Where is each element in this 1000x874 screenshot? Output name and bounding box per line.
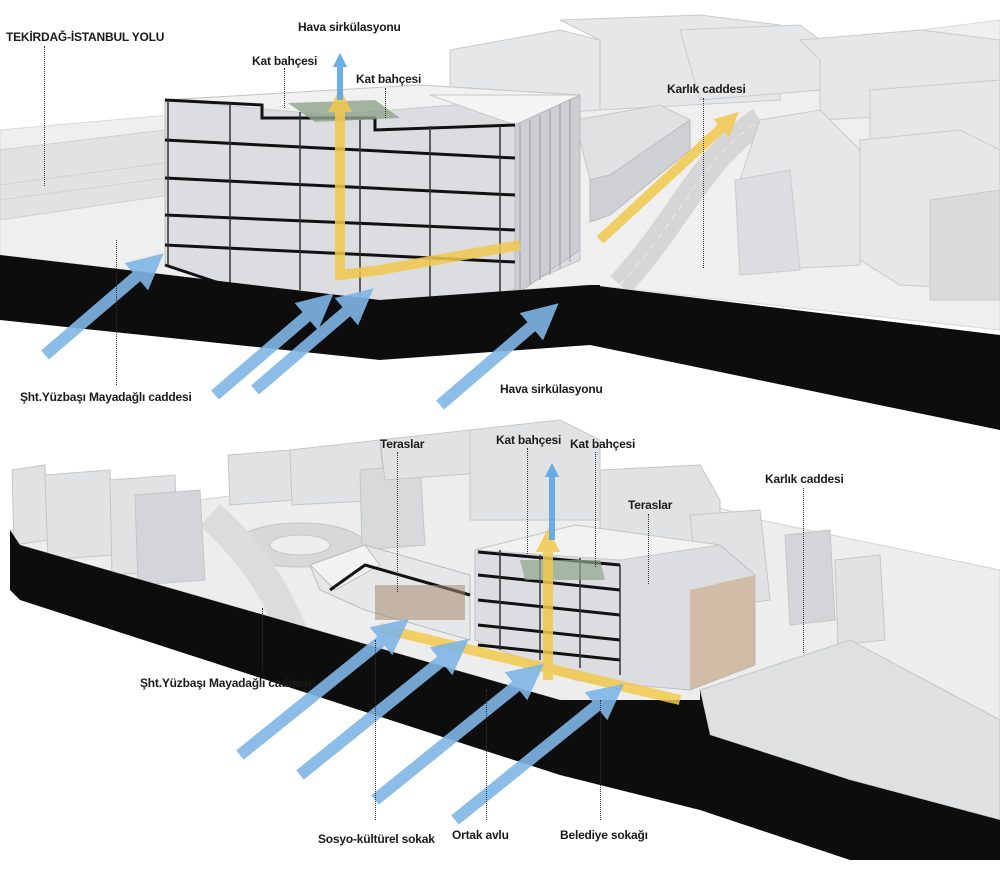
label-roof-garden-top-1: Kat bahçesi xyxy=(252,54,318,68)
leader-karlik-top xyxy=(703,98,704,268)
label-terraces-2: Teraslar xyxy=(628,498,673,512)
label-roof-garden-bottom-2: Kat bahçesi xyxy=(570,437,636,451)
top-main-building xyxy=(164,84,581,317)
bottom-section-cut xyxy=(10,530,850,860)
leader-karlik-bottom xyxy=(803,488,804,653)
leader-roof-garden-3 xyxy=(527,448,528,558)
label-highway: TEKİRDAĞ-İSTANBUL YOLU xyxy=(6,30,165,44)
label-common-courtyard: Ortak avlu xyxy=(452,828,509,842)
label-municipality-street: Belediye sokağı xyxy=(560,828,648,842)
leader-municipality xyxy=(600,700,601,820)
leader-roof-garden-4 xyxy=(595,452,596,567)
label-roof-garden-top-2: Kat bahçesi xyxy=(356,72,422,86)
top-section-cut xyxy=(0,255,1000,430)
label-roof-garden-bottom-1: Kat bahçesi xyxy=(496,433,562,447)
leader-mayadagli-top xyxy=(116,240,117,385)
bottom-diagram xyxy=(9,419,1000,860)
label-air-circulation-bottom: Hava sirkülasyonu xyxy=(500,382,603,396)
label-mayadagli-bottom: Şht.Yüzbaşı Mayadağlı caddesi xyxy=(140,676,312,690)
bottom-cultural-hall xyxy=(309,544,471,641)
top-context-buildings xyxy=(449,14,1000,301)
label-karlik-bottom: Karlık caddesi xyxy=(765,472,844,486)
leader-socio-cultural xyxy=(375,640,376,820)
leader-roof-garden-2 xyxy=(385,88,386,118)
label-terraces-1: Teraslar xyxy=(380,437,425,451)
top-air-flow xyxy=(327,87,739,280)
leader-roof-garden-1 xyxy=(284,68,285,108)
label-air-circulation-top: Hava sirkülasyonu xyxy=(298,20,401,34)
label-karlik-top: Karlık caddesi xyxy=(667,82,746,96)
label-socio-cultural-street: Sosyo-kültürel sokak xyxy=(318,832,435,846)
leader-terraces-2 xyxy=(648,514,649,584)
bottom-wind-arrows xyxy=(236,618,625,825)
leader-courtyard xyxy=(486,690,487,820)
top-wind-arrows xyxy=(41,253,559,410)
leader-terraces-1 xyxy=(397,452,398,592)
label-mayadagli-top: Şht.Yüzbaşı Mayadağlı caddesi xyxy=(20,390,192,404)
leader-highway xyxy=(44,46,45,186)
top-diagram xyxy=(0,14,1000,430)
leader-mayadagli-bottom xyxy=(262,608,263,670)
